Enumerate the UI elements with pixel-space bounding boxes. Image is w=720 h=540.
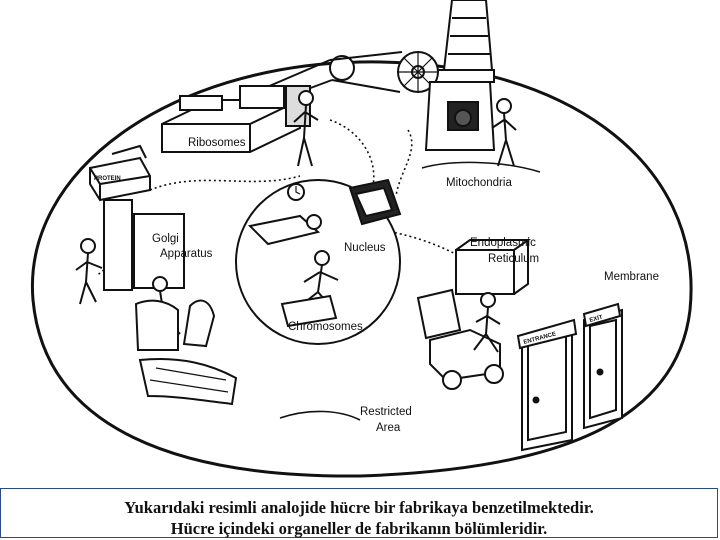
label-golgi-line1: Golgi	[152, 233, 179, 245]
label-ribosomes: Ribosomes	[188, 137, 246, 149]
label-mitochondria: Mitochondria	[446, 177, 512, 189]
label-nucleus: Nucleus	[344, 242, 386, 254]
protein-sign: PROTEIN	[94, 176, 121, 182]
label-golgi-line2: Apparatus	[160, 248, 213, 260]
label-er-line1: Endoplasmic	[470, 237, 536, 249]
exit-sign: EXIT	[589, 315, 604, 324]
entrance-door: ENTRANCE	[516, 318, 578, 452]
label-restricted-line1: Restricted	[360, 406, 412, 418]
label-er-line2: Reticulum	[488, 253, 539, 265]
caption-box: Yukarıdaki resimli analojide hücre bir f…	[0, 488, 718, 538]
mitochondria-furnace	[421, 81, 541, 173]
label-restricted-line2: Area	[376, 422, 401, 434]
label-membrane: Membrane	[604, 271, 659, 283]
ribosomes-workbench	[161, 85, 319, 167]
exit-door: EXIT	[582, 302, 623, 430]
golgi-stacks	[75, 199, 238, 406]
caption-line-1: Yukarıdaki resimli analojide hücre bir f…	[124, 498, 594, 517]
cell-factory-illustration: PROTEIN	[30, 0, 693, 478]
label-chromosomes: Chromosomes	[288, 321, 363, 333]
caption-line-2: Hücre içindeki organeller de fabrikanın …	[170, 519, 548, 538]
smokestack	[259, 0, 495, 107]
restricted-area-marker	[279, 410, 361, 421]
nucleus	[235, 178, 402, 345]
er-forklift	[416, 238, 532, 390]
protein-boxes: PROTEIN	[89, 144, 151, 202]
cell-membrane	[30, 60, 693, 478]
